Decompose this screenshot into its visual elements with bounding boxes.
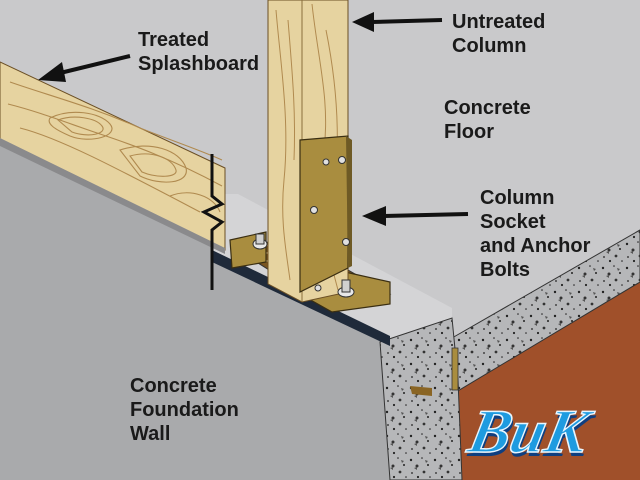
bolt-icon bbox=[252, 156, 355, 298]
anchor-slot bbox=[410, 386, 432, 396]
label-untreated-column: Untreated Column bbox=[452, 11, 546, 57]
break-line-icon bbox=[200, 154, 225, 290]
label-treated-splashboard: Treated Splashboard bbox=[138, 29, 260, 75]
label-concrete-floor: Concrete Floor bbox=[444, 97, 531, 143]
svg-text:BuK: BuK bbox=[463, 401, 600, 470]
arrow-icon bbox=[38, 12, 469, 226]
svg-text:BuK: BuK bbox=[462, 397, 599, 466]
section-plate bbox=[451, 347, 459, 391]
buk-logo: BuK BuK bbox=[461, 396, 600, 470]
foundation-wall-face bbox=[0, 132, 390, 480]
label-foundation-wall: Concrete Foundation Wall bbox=[130, 375, 239, 445]
label-column-socket: Column Socket and Anchor Bolts bbox=[480, 187, 591, 281]
wall-section bbox=[379, 317, 463, 480]
